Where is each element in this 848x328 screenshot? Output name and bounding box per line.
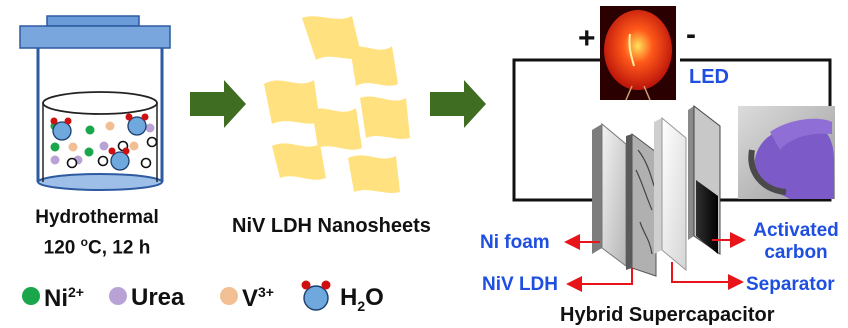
hydrothermal-conditions: 120 oC, 12 h [43,235,151,259]
process-arrow-icon [190,80,246,128]
minus-terminal: - [686,18,696,51]
ni-foam-label: Ni foam [480,232,550,253]
niv-ldh-label: NiV LDH [482,274,558,295]
hybrid-supercapacitor-title: Hybrid Supercapacitor [560,304,775,326]
legend-urea-dot [109,287,127,305]
flexible-device-photo-icon [738,106,835,199]
activated-carbon-label: Activated carbon [753,220,839,263]
led-label: LED [689,66,729,88]
label-pointers [564,232,746,292]
nanosheets-label: NiV LDH Nanosheets [232,215,431,237]
process-arrow-icon [430,80,486,128]
hydrothermal-label: Hydrothermal 120 oC, 12 h [0,206,194,260]
legend-urea-text: Urea [131,284,185,311]
separator-label: Separator [746,274,835,295]
led-light-icon [600,6,676,101]
legend-h2o-icon [301,280,331,311]
supercapacitor-stack [592,104,721,277]
reaction-particles [50,113,158,171]
nanosheets-illustration [264,16,410,193]
legend-v-dot [220,287,238,305]
legend-h2o-text: H2O [340,284,384,314]
hydrothermal-title: Hydrothermal [35,207,159,228]
legend-ni-text: Ni2+ [44,284,84,312]
plus-terminal: + [578,22,596,55]
legend-v-text: V3+ [242,284,274,312]
legend-ni-dot [22,287,40,305]
